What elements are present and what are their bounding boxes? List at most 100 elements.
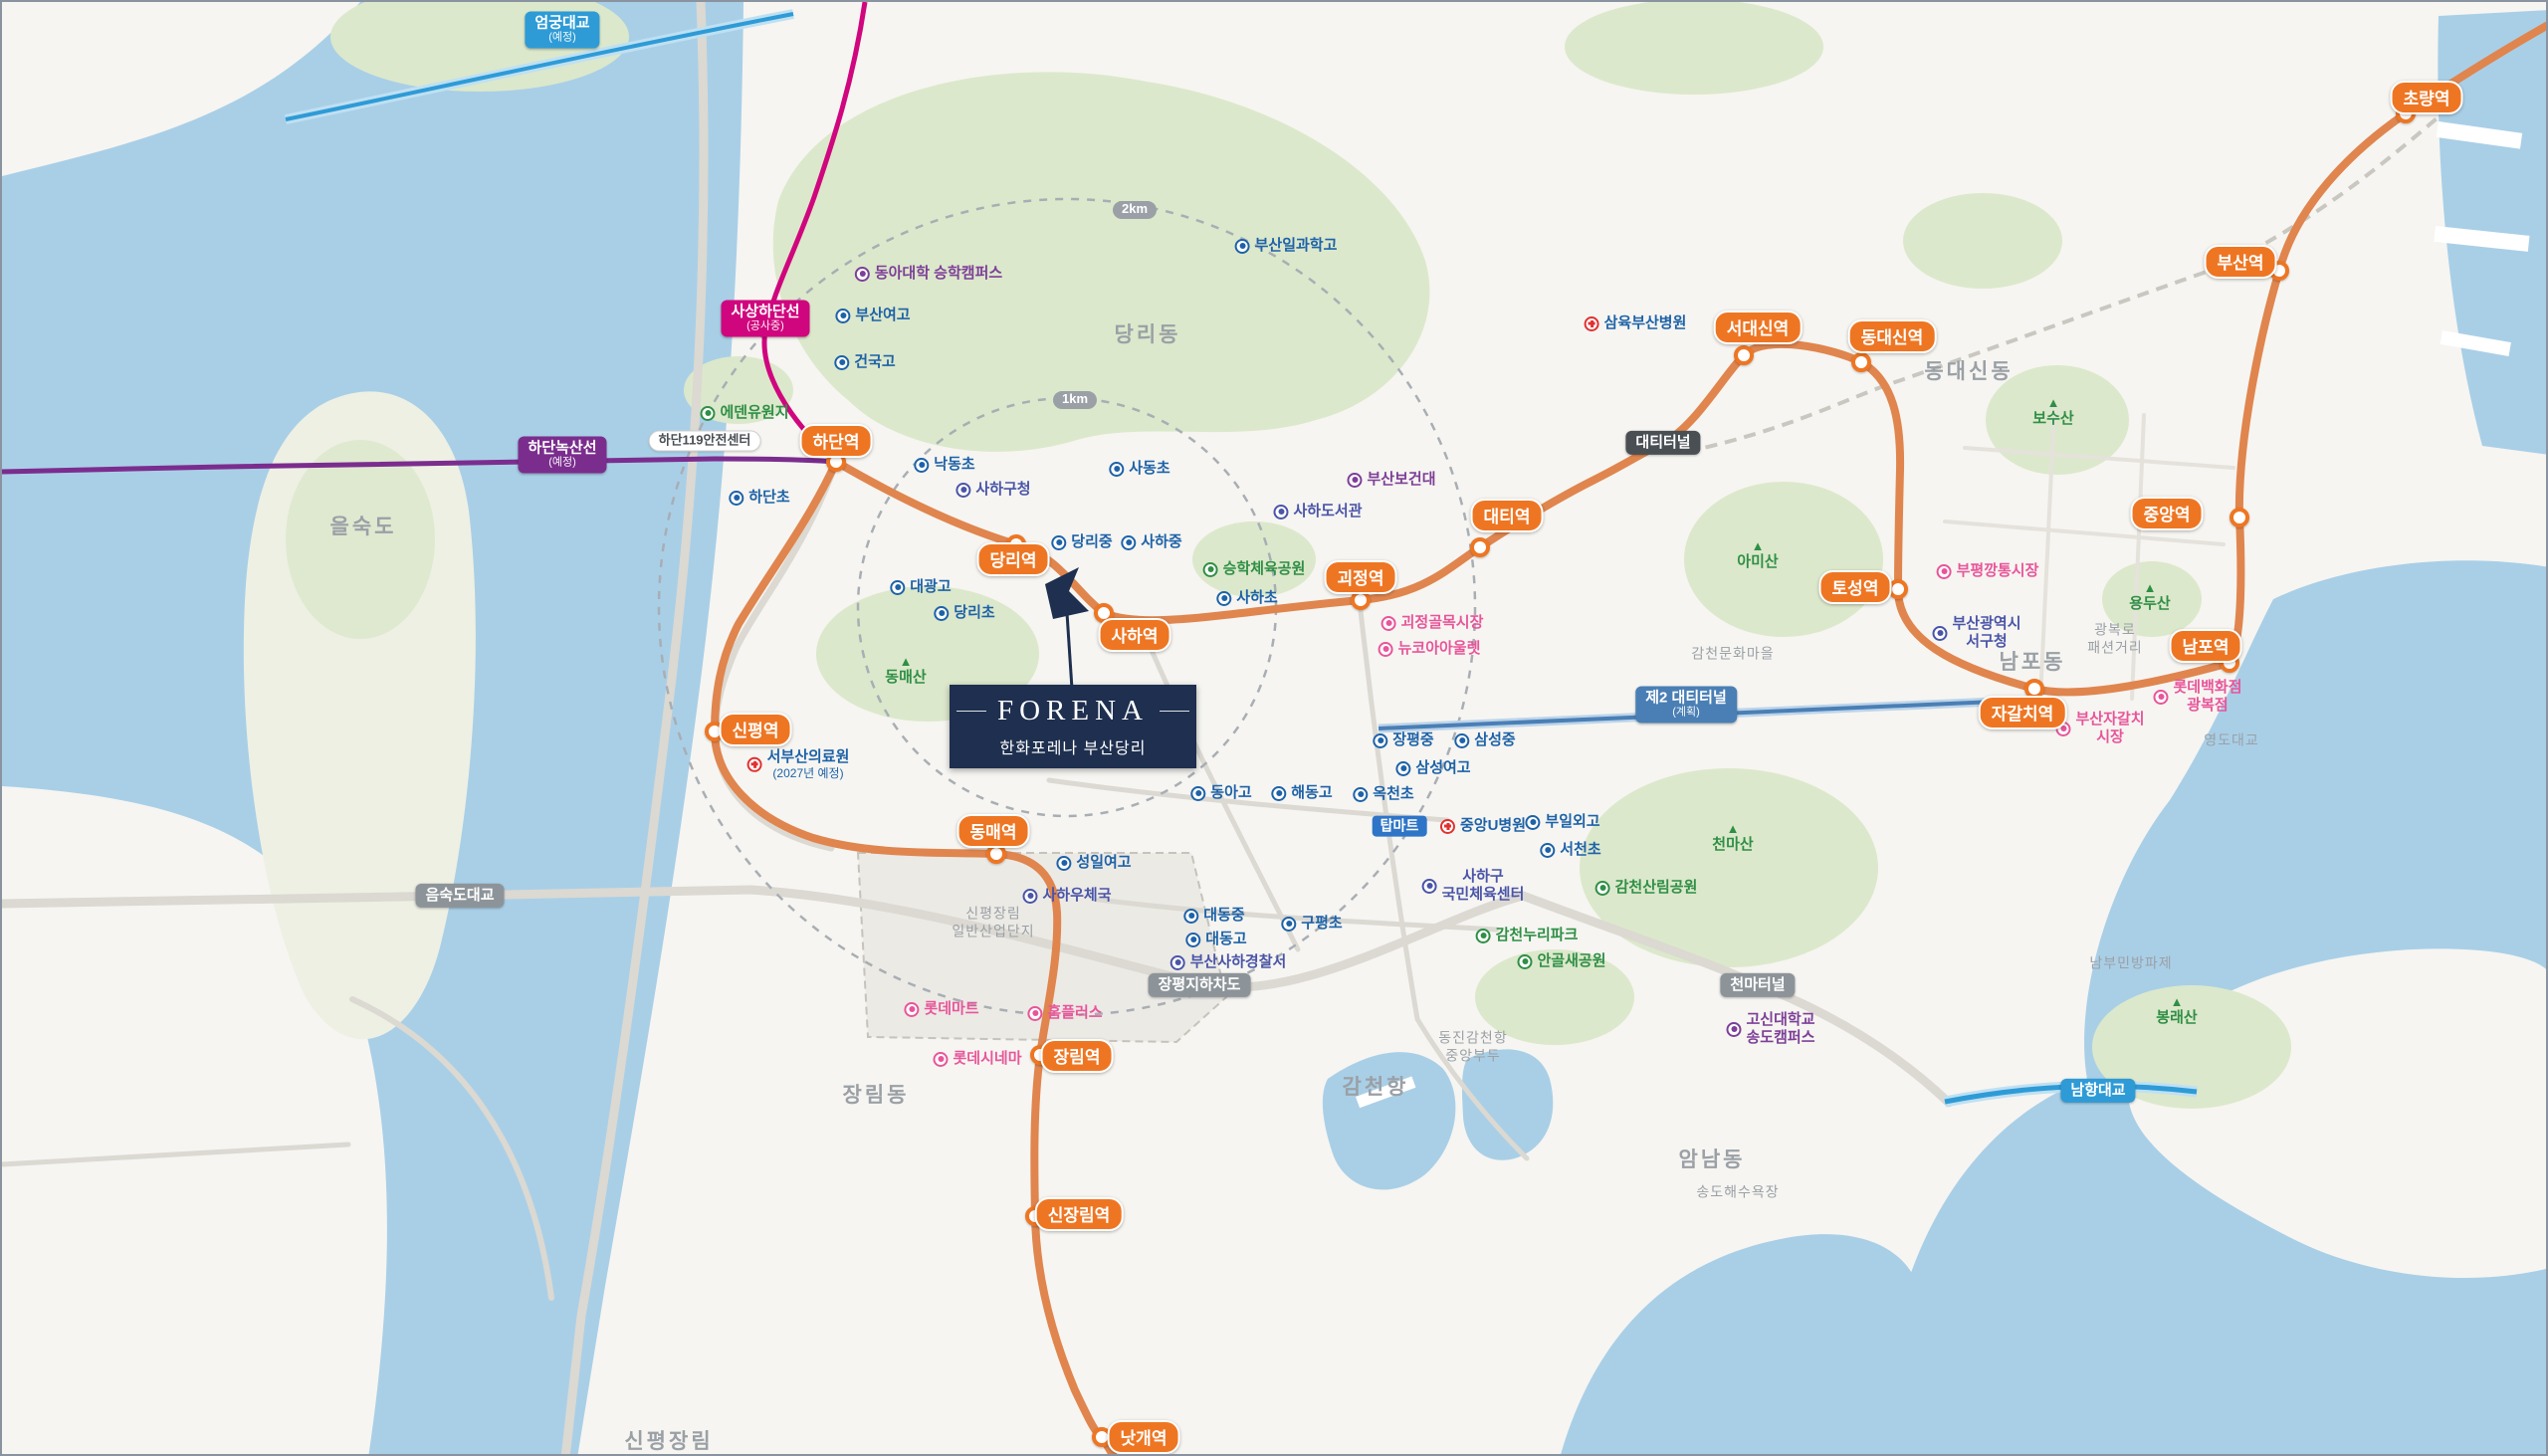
park-icon	[1594, 880, 1610, 896]
school-icon	[934, 605, 950, 621]
station-장림역: 장림역	[1040, 1039, 1114, 1073]
park-icon	[1475, 928, 1491, 943]
facility-장평중: 장평중	[1373, 731, 1434, 749]
mountain-icon: ▲	[2143, 580, 2157, 595]
facility-용두산: ▲용두산	[2129, 580, 2171, 612]
forena-logo-text: FORENA	[996, 695, 1149, 727]
mountain-icon: ▲	[1751, 538, 1765, 553]
subway-line-1	[710, 21, 2546, 1454]
facility-삼성중: 삼성중	[1454, 731, 1516, 749]
area-영도대교: 영도대교	[2204, 731, 2259, 748]
uni-icon	[1726, 1021, 1742, 1037]
area-암남동: 암남동	[1678, 1147, 1746, 1171]
market-icon	[1027, 1005, 1043, 1021]
logo-rule-left	[956, 711, 986, 712]
school-icon	[1185, 932, 1201, 947]
school-icon	[835, 308, 851, 323]
gov-icon	[1022, 888, 1038, 904]
facility-삼성여고: 삼성여고	[1395, 759, 1471, 777]
school-icon	[729, 490, 744, 506]
gov-icon	[1932, 625, 1948, 641]
badge-사상하단선: 사상하단선(공사중)	[721, 300, 810, 337]
school-icon	[1183, 908, 1199, 924]
facility-천마산: ▲천마산	[1712, 821, 1754, 853]
area-감천문화마을: 감천문화마을	[1691, 645, 1775, 662]
forena-logo: FORENA	[956, 695, 1189, 728]
station-신장림역: 신장림역	[1034, 1197, 1124, 1231]
area-감천항: 감천항	[1342, 1075, 1409, 1099]
area-남부민방파제: 남부민방파제	[2089, 954, 2173, 971]
school-icon	[1454, 732, 1470, 748]
badge-1km: 1km	[1052, 391, 1098, 409]
badge-엄궁대교: 엄궁대교(예정)	[525, 11, 600, 49]
facility-부일외고: 부일외고	[1525, 813, 1600, 831]
school-icon	[890, 579, 906, 595]
facility-건국고: 건국고	[834, 353, 896, 371]
badge-천마터널: 천마터널	[1720, 972, 1796, 998]
facility-롯데마트: 롯데마트	[904, 1000, 979, 1018]
facility-사하도서관: 사하도서관	[1273, 503, 1363, 520]
hospital-icon	[746, 756, 762, 772]
station-초량역: 초량역	[2390, 81, 2463, 114]
facility-부산사하경찰서: 부산사하경찰서	[1169, 953, 1286, 971]
facility-옥천초: 옥천초	[1353, 785, 1414, 803]
school-icon	[1056, 855, 1072, 871]
park-icon	[1517, 953, 1533, 969]
school-icon	[1281, 916, 1297, 932]
facility-부평깡통시장: 부평깡통시장	[1936, 562, 2038, 580]
school-icon	[834, 354, 850, 370]
area-당리동: 당리동	[1114, 322, 1181, 346]
station-대티역: 대티역	[1470, 499, 1544, 532]
facility-에덴유원지: 에덴유원지	[700, 404, 789, 422]
facility-당리중: 당리중	[1051, 533, 1113, 551]
area-남포동: 남포동	[1999, 650, 2066, 674]
school-icon	[1525, 814, 1541, 830]
station-당리역: 당리역	[976, 542, 1050, 576]
facility-사동초: 사동초	[1109, 460, 1170, 478]
station-하단역: 하단역	[799, 424, 873, 458]
railway	[1685, 95, 2464, 454]
facility-뉴코아아울렛: 뉴코아아울렛	[1378, 640, 1480, 658]
forena-callout: FORENA 한화포레나 부산당리	[950, 685, 1196, 768]
facility-동아대학 승학캠퍼스: 동아대학 승학캠퍼스	[854, 265, 1002, 283]
station-낫개역: 낫개역	[1107, 1420, 1180, 1454]
facility-당리초: 당리초	[934, 604, 995, 622]
school-icon	[914, 457, 930, 473]
facility-성일여고: 성일여고	[1056, 854, 1132, 872]
station-동매역: 동매역	[956, 814, 1030, 848]
facility-롯데시네마: 롯데시네마	[933, 1050, 1022, 1068]
facility-아미산: ▲아미산	[1737, 538, 1779, 570]
facility-구평초: 구평초	[1281, 915, 1343, 933]
facility-대광고: 대광고	[890, 578, 952, 596]
mountain-icon: ▲	[1726, 821, 1740, 836]
market-icon	[904, 1001, 920, 1017]
uni-icon	[1347, 472, 1363, 488]
area-장림동: 장림동	[842, 1083, 910, 1107]
station-dot-동대신역	[1851, 352, 1871, 372]
park-icon	[1202, 561, 1218, 577]
facility-해동고: 해동고	[1271, 784, 1333, 802]
facility-동매산: ▲동매산	[885, 654, 927, 686]
school-icon	[1051, 534, 1067, 550]
facility-괴정골목시장: 괴정골목시장	[1380, 614, 1483, 632]
school-icon	[1373, 732, 1388, 748]
area-을숙도: 을숙도	[329, 515, 397, 538]
facility-하단초: 하단초	[729, 489, 790, 507]
station-dot-중앙역	[2230, 508, 2249, 527]
station-dot-대티역	[1470, 537, 1490, 557]
market-icon	[2153, 689, 2169, 705]
facility-서천초: 서천초	[1540, 841, 1601, 859]
badge-2km: 2km	[1112, 201, 1158, 219]
station-괴정역: 괴정역	[1324, 560, 1397, 594]
line-sasang-hadan	[761, 2, 868, 464]
market-icon	[1380, 615, 1396, 631]
